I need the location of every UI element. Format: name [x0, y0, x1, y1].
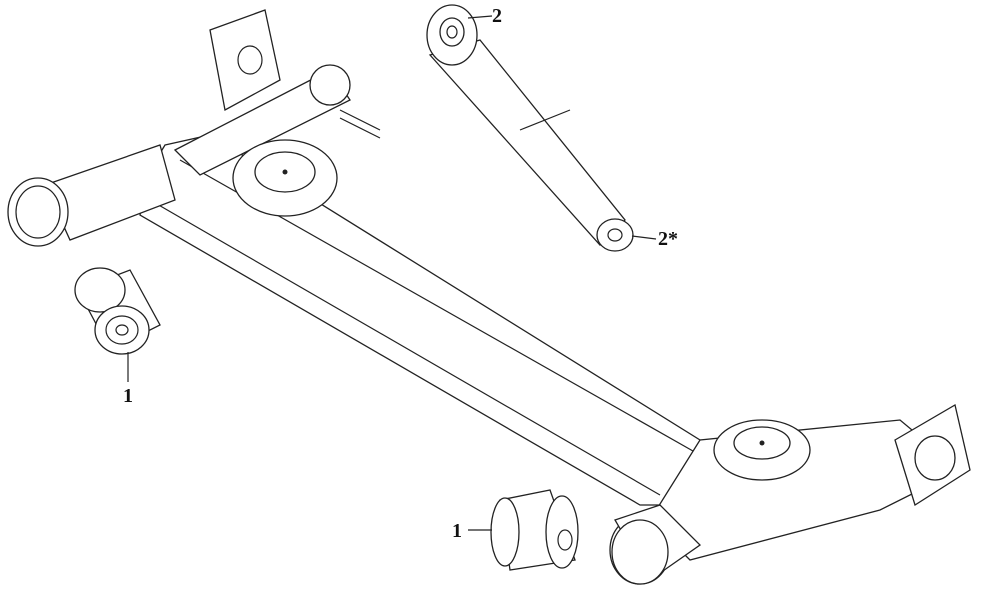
right-trailing-arm — [609, 403, 971, 585]
bushing-left — [74, 267, 161, 382]
callout-label-bottom-bushing: 1 — [452, 520, 462, 542]
left-trailing-arm — [7, 9, 381, 247]
callout-label-shock-bottom: 2* — [658, 228, 678, 250]
torsion-beam — [139, 134, 732, 506]
shock-absorber — [426, 4, 657, 252]
bushing-bottom — [468, 489, 579, 571]
callout-label-shock-top: 2 — [492, 5, 502, 27]
callout-label-left-bushing: 1 — [123, 385, 133, 407]
